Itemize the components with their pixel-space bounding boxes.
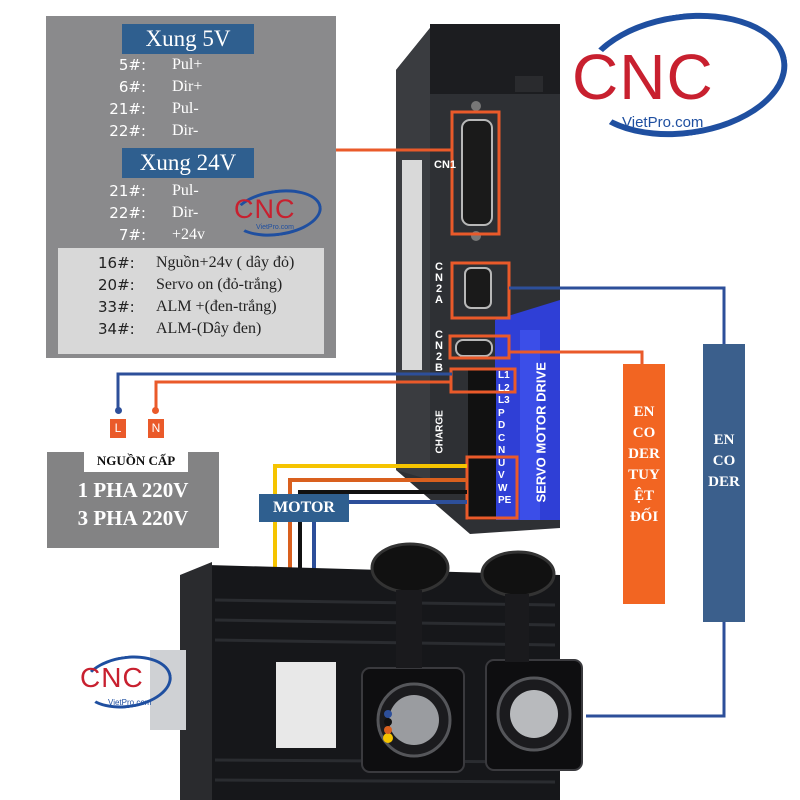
terminal-u: U [498, 457, 506, 469]
pin-number: 34#: [98, 320, 135, 338]
terminal-w: W [498, 482, 508, 494]
driver-model-label: SERVO MOTOR DRIVE [533, 362, 549, 503]
encoder-motor-wire [586, 622, 726, 718]
pin-number: 22#: [109, 204, 146, 222]
pin-number: 33#: [98, 298, 135, 316]
pin-signal: Dir- [172, 122, 199, 139]
pin-number: 7#: [118, 226, 146, 244]
cn2b-connector [455, 339, 493, 357]
signal-row: 16#: Nguồn+24v ( dây đỏ) [58, 254, 324, 276]
wire-n [154, 380, 452, 410]
pin-signal: Servo on (đỏ-trắng) [156, 276, 283, 293]
pin-number: 6#: [118, 78, 146, 96]
cn2a-encoder-wire [509, 286, 726, 344]
cn1-label: CN1 [434, 160, 456, 171]
terminal-p: P [498, 407, 505, 419]
motor-nameplate [276, 662, 336, 748]
pin-number: 5#: [118, 56, 146, 74]
motor-label: MOTOR [259, 494, 349, 522]
cn2b-label: CN2B [435, 329, 443, 374]
cn2b-highlight [448, 334, 511, 360]
control-signal-box: 16#: Nguồn+24v ( dây đỏ) 20#: Servo on (… [58, 248, 324, 354]
terminal-pe: PE [498, 495, 512, 506]
pin-row: 21#: Pul- [46, 182, 336, 204]
terminal-d: D [498, 420, 506, 431]
pin-signal: Dir+ [172, 78, 203, 95]
pin-signal: Pul- [172, 182, 199, 199]
pin-number: 20#: [98, 276, 135, 294]
wire-l [116, 372, 452, 410]
cable-gland [480, 550, 556, 598]
pin-row: 21#: Pul- [46, 100, 336, 122]
power-supply-box: 1 PHA 220V 3 PHA 220V [47, 452, 219, 548]
pulse-5v-title: Xung 5V [122, 24, 254, 54]
cn2b-encoder-wire [509, 350, 644, 364]
cnc-logo-large: CNC VietPro.com [566, 0, 796, 150]
absolute-encoder-box: EN CO DER TUY ỆT ĐỐI [623, 364, 665, 604]
pin-row: 5#: Pul+ [46, 56, 336, 78]
cn2a-connector [464, 267, 492, 309]
cn1-highlight [450, 110, 501, 236]
pin-signal: ALM +(đen-trắng) [156, 298, 277, 315]
cnc-logo-small: CNC VietPro.com [228, 183, 325, 243]
pin-info-panel: Xung 5V 5#: Pul+ 6#: Dir+ 21#: Pul- 22#:… [46, 16, 336, 358]
encoder-box: EN CO DER [703, 344, 745, 622]
cable-gland [370, 542, 450, 594]
terminal-v: V [498, 470, 505, 481]
pin-row: 22#: Dir- [46, 122, 336, 144]
power-line: 1 PHA 220V [77, 478, 189, 502]
pin-signal: Pul- [172, 100, 199, 117]
terminal-n: N [148, 419, 164, 438]
terminal-l: L [110, 419, 126, 438]
cn2a-highlight [450, 261, 511, 320]
pin-signal: Pul+ [172, 56, 203, 73]
pin-signal: +24v [172, 226, 206, 243]
pin-signal: Nguồn+24v ( dây đỏ) [156, 254, 295, 271]
terminal-c: C [498, 432, 506, 444]
signal-row: 34#: ALM-(Dây đen) [58, 320, 324, 342]
pin-row: 22#: Dir- [46, 204, 336, 226]
pin-number: 21#: [109, 182, 146, 200]
terminal-n: N [498, 445, 506, 456]
pulse-24v-title: Xung 24V [122, 148, 254, 178]
driver-sticker [402, 160, 422, 370]
l-terminal-dot [115, 407, 122, 414]
signal-row: 20#: Servo on (đỏ-trắng) [58, 276, 324, 298]
pin-signal: Dir- [172, 204, 199, 221]
pin-number: 16#: [98, 254, 135, 272]
cn1-connector [461, 119, 493, 226]
terminal-labels: L1 L2 L3 P D C N U V W PE [498, 370, 516, 508]
n-terminal-dot [152, 407, 159, 414]
signal-row: 33#: ALM +(đen-trắng) [58, 298, 324, 320]
terminal-l3: L3 [498, 395, 510, 406]
charge-label: CHARGE [434, 410, 446, 454]
pin-number: 22#: [109, 122, 146, 140]
terminal-l2: L2 [498, 382, 510, 394]
pin-signal: ALM-(Dây đen) [156, 320, 262, 337]
motor-terminal-highlight [465, 455, 519, 520]
cn2a-label: CN2A [435, 261, 443, 306]
pin-row: 6#: Dir+ [46, 78, 336, 100]
pin-number: 21#: [109, 100, 146, 118]
terminal-l1: L1 [498, 370, 510, 381]
power-line: 3 PHA 220V [77, 506, 189, 530]
cnc-logo-motor: CNC VietPro.com [78, 649, 176, 716]
pin-row: 7#: +24v [46, 226, 336, 248]
power-supply-title: NGUỒN CẤP [84, 452, 188, 472]
servo-motor [150, 542, 583, 800]
